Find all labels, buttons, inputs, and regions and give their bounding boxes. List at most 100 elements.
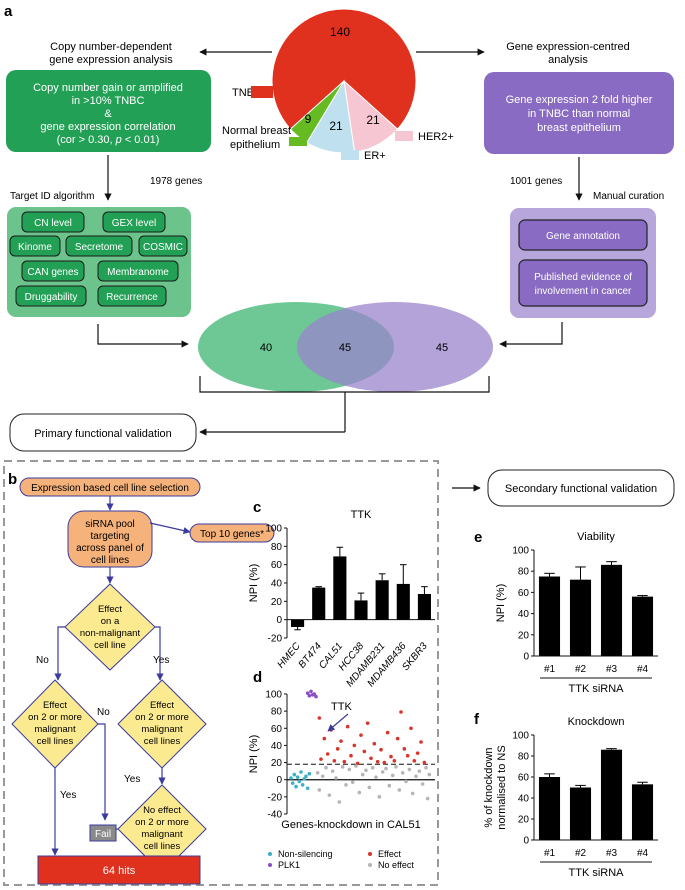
- point-effect: [349, 753, 353, 758]
- point-effect: [322, 736, 327, 741]
- cn-box-line-5: (cor > 0.30, p < 0.01): [57, 134, 160, 146]
- d3-line-2: on 2 or more: [135, 712, 189, 723]
- y-tick-label: 0: [523, 836, 529, 847]
- y-tick-label: 100: [512, 731, 529, 742]
- x-tick-label: #3: [606, 848, 618, 859]
- legend-label: No effect: [378, 860, 414, 870]
- cn-box-line-4: gene expression correlation: [40, 121, 175, 133]
- x-axis-label: Genes-knockdown in CAL51: [281, 819, 420, 831]
- point-no-effect: [340, 765, 345, 769]
- point-effect: [372, 741, 377, 746]
- bar: [312, 587, 326, 620]
- y-tick-label: 100: [265, 690, 282, 701]
- algo-item-secretome: Secretome: [75, 242, 124, 253]
- hits-box: [37, 855, 201, 885]
- point-effect: [395, 736, 400, 741]
- bar: [631, 784, 654, 840]
- d1-line-3: non-malignant: [80, 628, 141, 639]
- point-non-silencing: [292, 772, 297, 777]
- point-effect: [412, 759, 417, 763]
- flow-arrow-top10: [149, 522, 191, 535]
- point-effect: [352, 743, 357, 748]
- primary-validation-box: [9, 413, 197, 452]
- gene-expression-box: [484, 72, 674, 154]
- point-no-effect: [377, 795, 382, 799]
- bar: [333, 556, 347, 620]
- sirna-pool-3: across panel of: [76, 543, 144, 554]
- algo-item-box: [21, 260, 85, 282]
- fail-box: [89, 824, 117, 842]
- panel-label-d: d: [253, 669, 262, 686]
- point-effect: [399, 710, 403, 714]
- point-non-silencing: [304, 774, 308, 779]
- connector-algorithm-venn: [97, 324, 189, 348]
- point-effect: [375, 759, 380, 764]
- bar: [538, 777, 561, 840]
- point-no-effect: [347, 767, 352, 772]
- pie-value-tnbc: 140: [330, 25, 350, 39]
- point-non-silencing: [290, 781, 295, 785]
- flow-no-2: [98, 723, 109, 821]
- algo-item-can-genes: CAN genes: [27, 267, 78, 278]
- venn-center-count: 45: [339, 342, 351, 354]
- point-no-effect: [380, 770, 385, 774]
- sirna-pool-1: siRNA pool: [85, 519, 134, 530]
- point-no-effect: [394, 765, 398, 769]
- point-non-silencing: [289, 776, 293, 780]
- point-no-effect: [367, 785, 372, 790]
- bar: [600, 564, 623, 656]
- top10-box: [189, 523, 275, 543]
- cell-line-selection-text: Expression based cell line selection: [31, 483, 189, 494]
- y-tick-label: 20: [518, 630, 530, 641]
- y-tick-label: 60: [518, 588, 530, 599]
- legend-marker: [268, 863, 272, 867]
- algo-item-box: [138, 235, 188, 257]
- point-effect: [335, 747, 340, 751]
- chart-title: Viability: [577, 531, 615, 543]
- point-no-effect: [387, 783, 392, 788]
- label-yes-3: Yes: [124, 774, 140, 785]
- point-non-silencing: [294, 784, 298, 789]
- algo-item-cosmic: COSMIC: [143, 242, 183, 253]
- d1-line-2: on a: [101, 616, 120, 627]
- chart-title: TTK: [351, 509, 372, 521]
- y-tick-label: 60: [271, 724, 283, 735]
- published-evidence-box: [518, 259, 648, 307]
- cn-box-line-2: in >10% TNBC: [72, 95, 145, 107]
- x-tick-label: #4: [637, 664, 649, 675]
- x-tick-label: #3: [606, 664, 618, 675]
- flow-yes-1: [155, 626, 164, 681]
- secondary-validation-text: Secondary functional validation: [505, 483, 657, 495]
- x-axis-label: TTK siRNA: [569, 867, 625, 879]
- legend-label: Non-silencing: [278, 849, 333, 859]
- legend-marker: [268, 852, 272, 856]
- y-tick-label: 100: [512, 546, 529, 557]
- point-plk1: [309, 689, 313, 694]
- panel-label-b: b: [8, 471, 17, 488]
- point-effect: [402, 747, 407, 751]
- point-no-effect: [364, 768, 368, 773]
- point-effect: [355, 761, 360, 766]
- x-tick-label: #2: [575, 664, 587, 675]
- point-no-effect: [344, 783, 348, 787]
- point-no-effect: [425, 796, 430, 801]
- bar: [375, 580, 389, 620]
- y-axis-label-2: normalised to NS: [496, 745, 508, 829]
- right-genes-count: 1001 genes: [510, 176, 562, 187]
- point-no-effect: [404, 779, 408, 784]
- x-tick-label: #4: [637, 848, 649, 859]
- point-no-effect: [324, 765, 328, 770]
- left-branch-title-1: Copy number-dependent: [50, 41, 172, 53]
- y-tick-label: -20: [268, 634, 283, 645]
- point-no-effect: [424, 765, 428, 770]
- algo-item-box: [65, 235, 133, 257]
- y-tick-label: 40: [271, 741, 283, 752]
- point-effect: [405, 753, 410, 758]
- bar: [354, 600, 368, 620]
- secondary-validation-box: [487, 469, 675, 507]
- legend-normal-2: epithelium: [230, 139, 280, 151]
- legend-label: PLK1: [278, 860, 300, 870]
- algo-item-box: [97, 285, 167, 307]
- gene-annotation-box: [518, 219, 648, 251]
- point-effect: [389, 754, 393, 759]
